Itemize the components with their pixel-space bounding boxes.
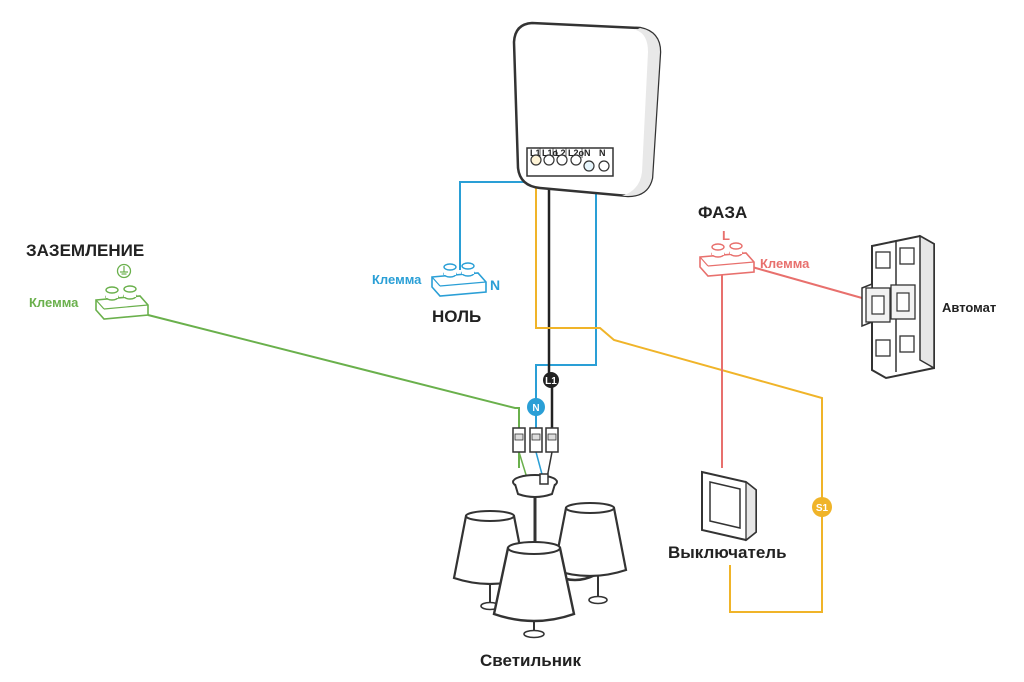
terminal-n1 xyxy=(583,160,595,172)
phase-terminal-block xyxy=(699,242,755,277)
phase-terminal-label: Клемма xyxy=(760,256,810,271)
neutral-terminal-label: Клемма xyxy=(372,272,422,287)
neutral-terminal-block xyxy=(431,262,487,297)
ground-terminal-label: Клемма xyxy=(29,295,79,310)
terminal-l2 xyxy=(556,154,568,166)
terminal-n2 xyxy=(598,160,610,172)
ground-terminal-block xyxy=(95,285,149,320)
terminal-l1 xyxy=(530,154,542,166)
neutral-wire-lamp xyxy=(535,172,605,430)
relay-terminal-label: L2 xyxy=(555,148,566,158)
svg-text:L1: L1 xyxy=(545,376,557,387)
circuit-breaker xyxy=(861,234,935,380)
neutral-letter: N xyxy=(490,277,500,293)
light-switch xyxy=(701,470,757,542)
ground-lead xyxy=(518,451,528,479)
terminal-block xyxy=(526,147,614,177)
relay-terminal-label: N xyxy=(599,148,606,158)
ground-symbol-icon xyxy=(116,263,132,279)
phase-letter: L xyxy=(722,228,730,243)
relay-terminal-label: N xyxy=(584,148,591,158)
relay-terminal-label: L1o xyxy=(542,148,559,158)
chandelier xyxy=(452,427,628,639)
switch-label: Выключатель xyxy=(668,543,787,562)
load-wire xyxy=(547,160,554,430)
ground-wire xyxy=(147,314,520,430)
relay-terminal-label: L2o xyxy=(568,148,585,158)
badge-n: N xyxy=(527,398,545,416)
badge-s1: S1 xyxy=(812,497,832,517)
lamp-label: Светильник xyxy=(480,651,581,670)
wago-connectors xyxy=(512,427,559,453)
relay-terminal-label: L1 xyxy=(530,148,541,158)
breaker-label: Автомат xyxy=(942,300,996,315)
terminal-l2o xyxy=(570,154,582,166)
phase-wire-breaker xyxy=(744,264,863,299)
svg-text:S1: S1 xyxy=(816,503,829,514)
phase-title: ФАЗА xyxy=(698,203,747,222)
ground-title: ЗАЗЕМЛЕНИЕ xyxy=(26,241,144,260)
neutral-title: НОЛЬ xyxy=(432,307,481,326)
svg-text:N: N xyxy=(532,403,539,414)
switch-wire xyxy=(535,160,823,613)
terminal-l1o xyxy=(543,154,555,166)
badge-l1: L1 xyxy=(543,372,559,388)
